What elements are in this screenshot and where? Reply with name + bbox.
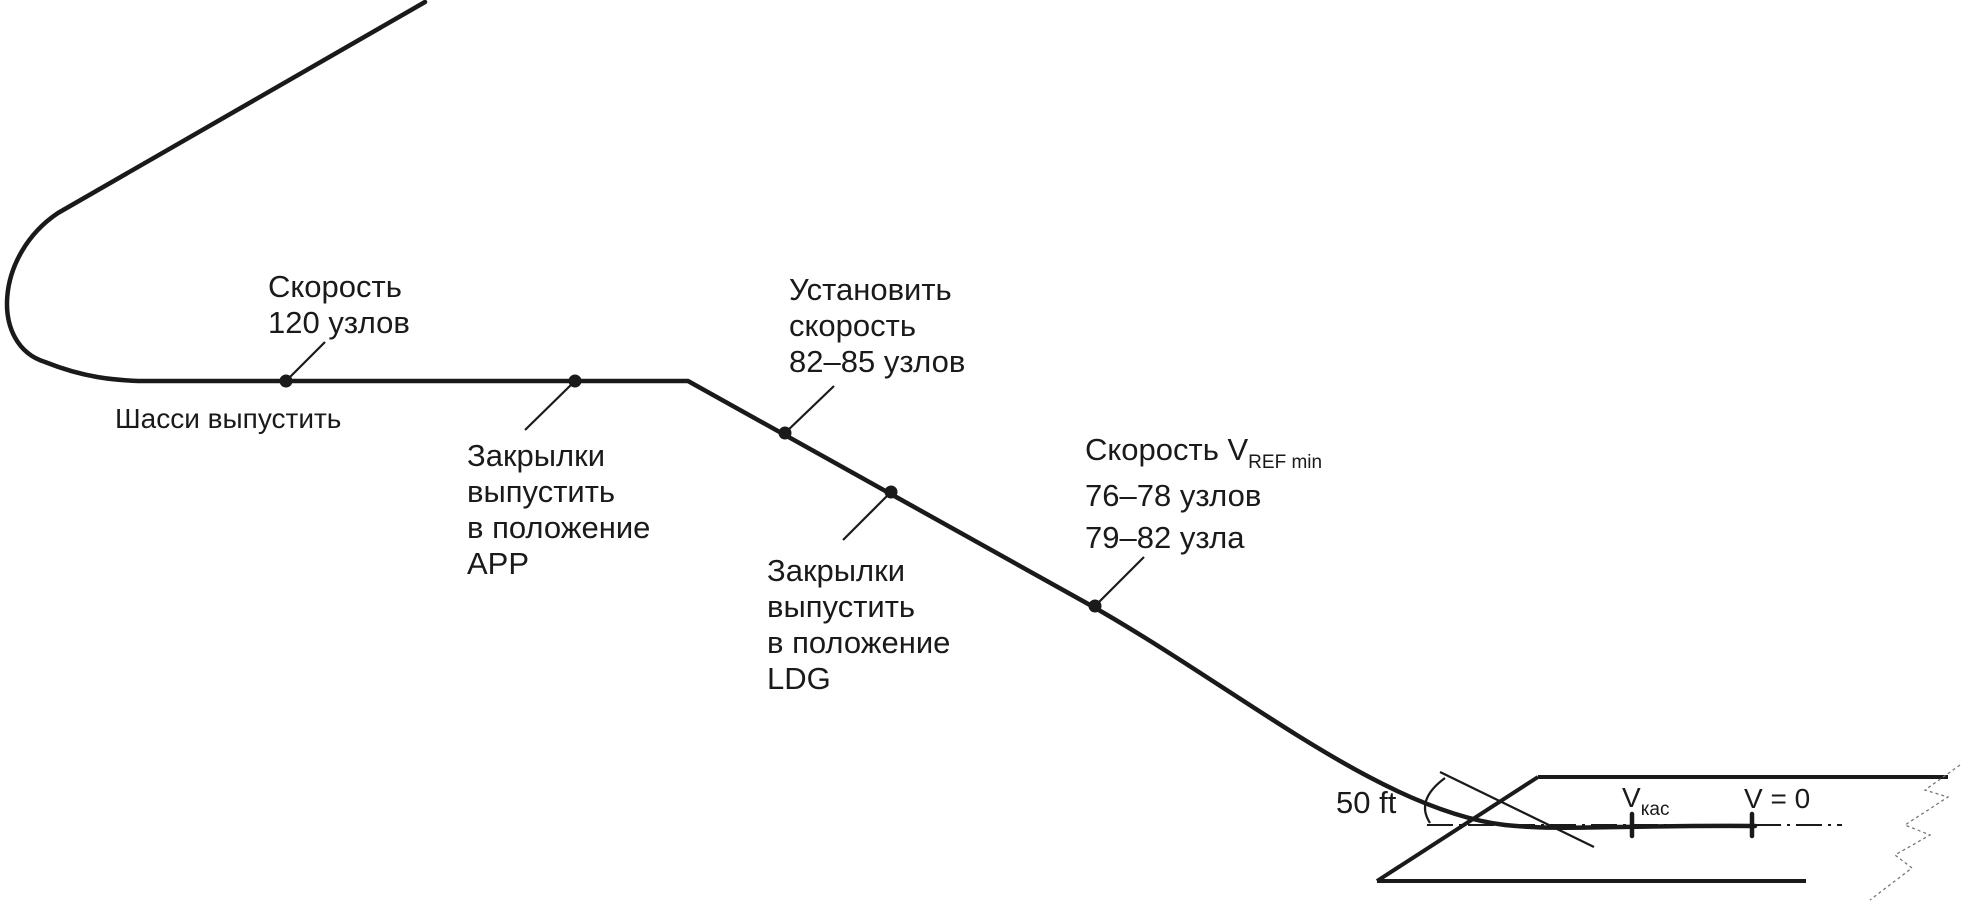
flaps-app-label: Закрылки выпустить в положение APP	[467, 438, 650, 581]
speed120-point	[279, 374, 293, 388]
vref-label: Скорость VREF min 76–78 узлов 79–82 узла	[1085, 432, 1322, 555]
svg-text:Установить: Установить	[789, 272, 952, 307]
set-speed-leader	[784, 385, 835, 434]
vref-point	[1088, 599, 1102, 613]
svg-text:Скорость: Скорость	[268, 269, 402, 304]
flaps-ldg-point	[884, 485, 898, 499]
svg-text:скорость: скорость	[789, 308, 916, 343]
height-label: 50 ft	[1336, 785, 1397, 820]
speed120-leader	[285, 341, 326, 382]
svg-text:в положение: в положение	[467, 510, 650, 545]
flaps-app-leader	[524, 380, 576, 431]
vref-leader	[1094, 556, 1145, 607]
speed120-label: Скорость 120 узлов	[268, 269, 410, 340]
runway-break-line	[1869, 764, 1961, 901]
svg-text:APP: APP	[467, 546, 529, 581]
svg-text:Закрылки: Закрылки	[467, 438, 605, 473]
gear-down-label: Шасси выпустить	[115, 403, 341, 434]
stop-label: V = 0	[1744, 783, 1810, 814]
svg-text:LDG: LDG	[767, 661, 831, 696]
svg-text:82–85 узлов: 82–85 узлов	[789, 344, 965, 379]
touchdown-speed-label: Vкас	[1622, 782, 1669, 820]
svg-text:Закрылки: Закрылки	[767, 553, 905, 588]
set-speed-point	[778, 426, 792, 440]
svg-text:120 узлов: 120 узлов	[268, 305, 410, 340]
set-speed-label: Установить скорость 82–85 узлов	[789, 272, 965, 379]
flaps-ldg-label: Закрылки выпустить в положение LDG	[767, 553, 950, 696]
height-arc	[1423, 777, 1446, 824]
runway-threshold-edge	[1375, 775, 1540, 883]
flare-tangent-line	[1439, 771, 1595, 848]
svg-text:выпустить: выпустить	[767, 589, 915, 624]
flaps-ldg-leader	[842, 491, 892, 541]
svg-text:76–78 узлов: 76–78 узлов	[1085, 478, 1261, 513]
flaps-app-point	[568, 374, 582, 388]
runway	[1375, 764, 1961, 901]
svg-text:в положение: в положение	[767, 625, 950, 660]
svg-text:79–82 узла: 79–82 узла	[1085, 520, 1245, 555]
svg-text:Скорость VREF min: Скорость VREF min	[1085, 432, 1322, 473]
svg-text:выпустить: выпустить	[467, 474, 615, 509]
